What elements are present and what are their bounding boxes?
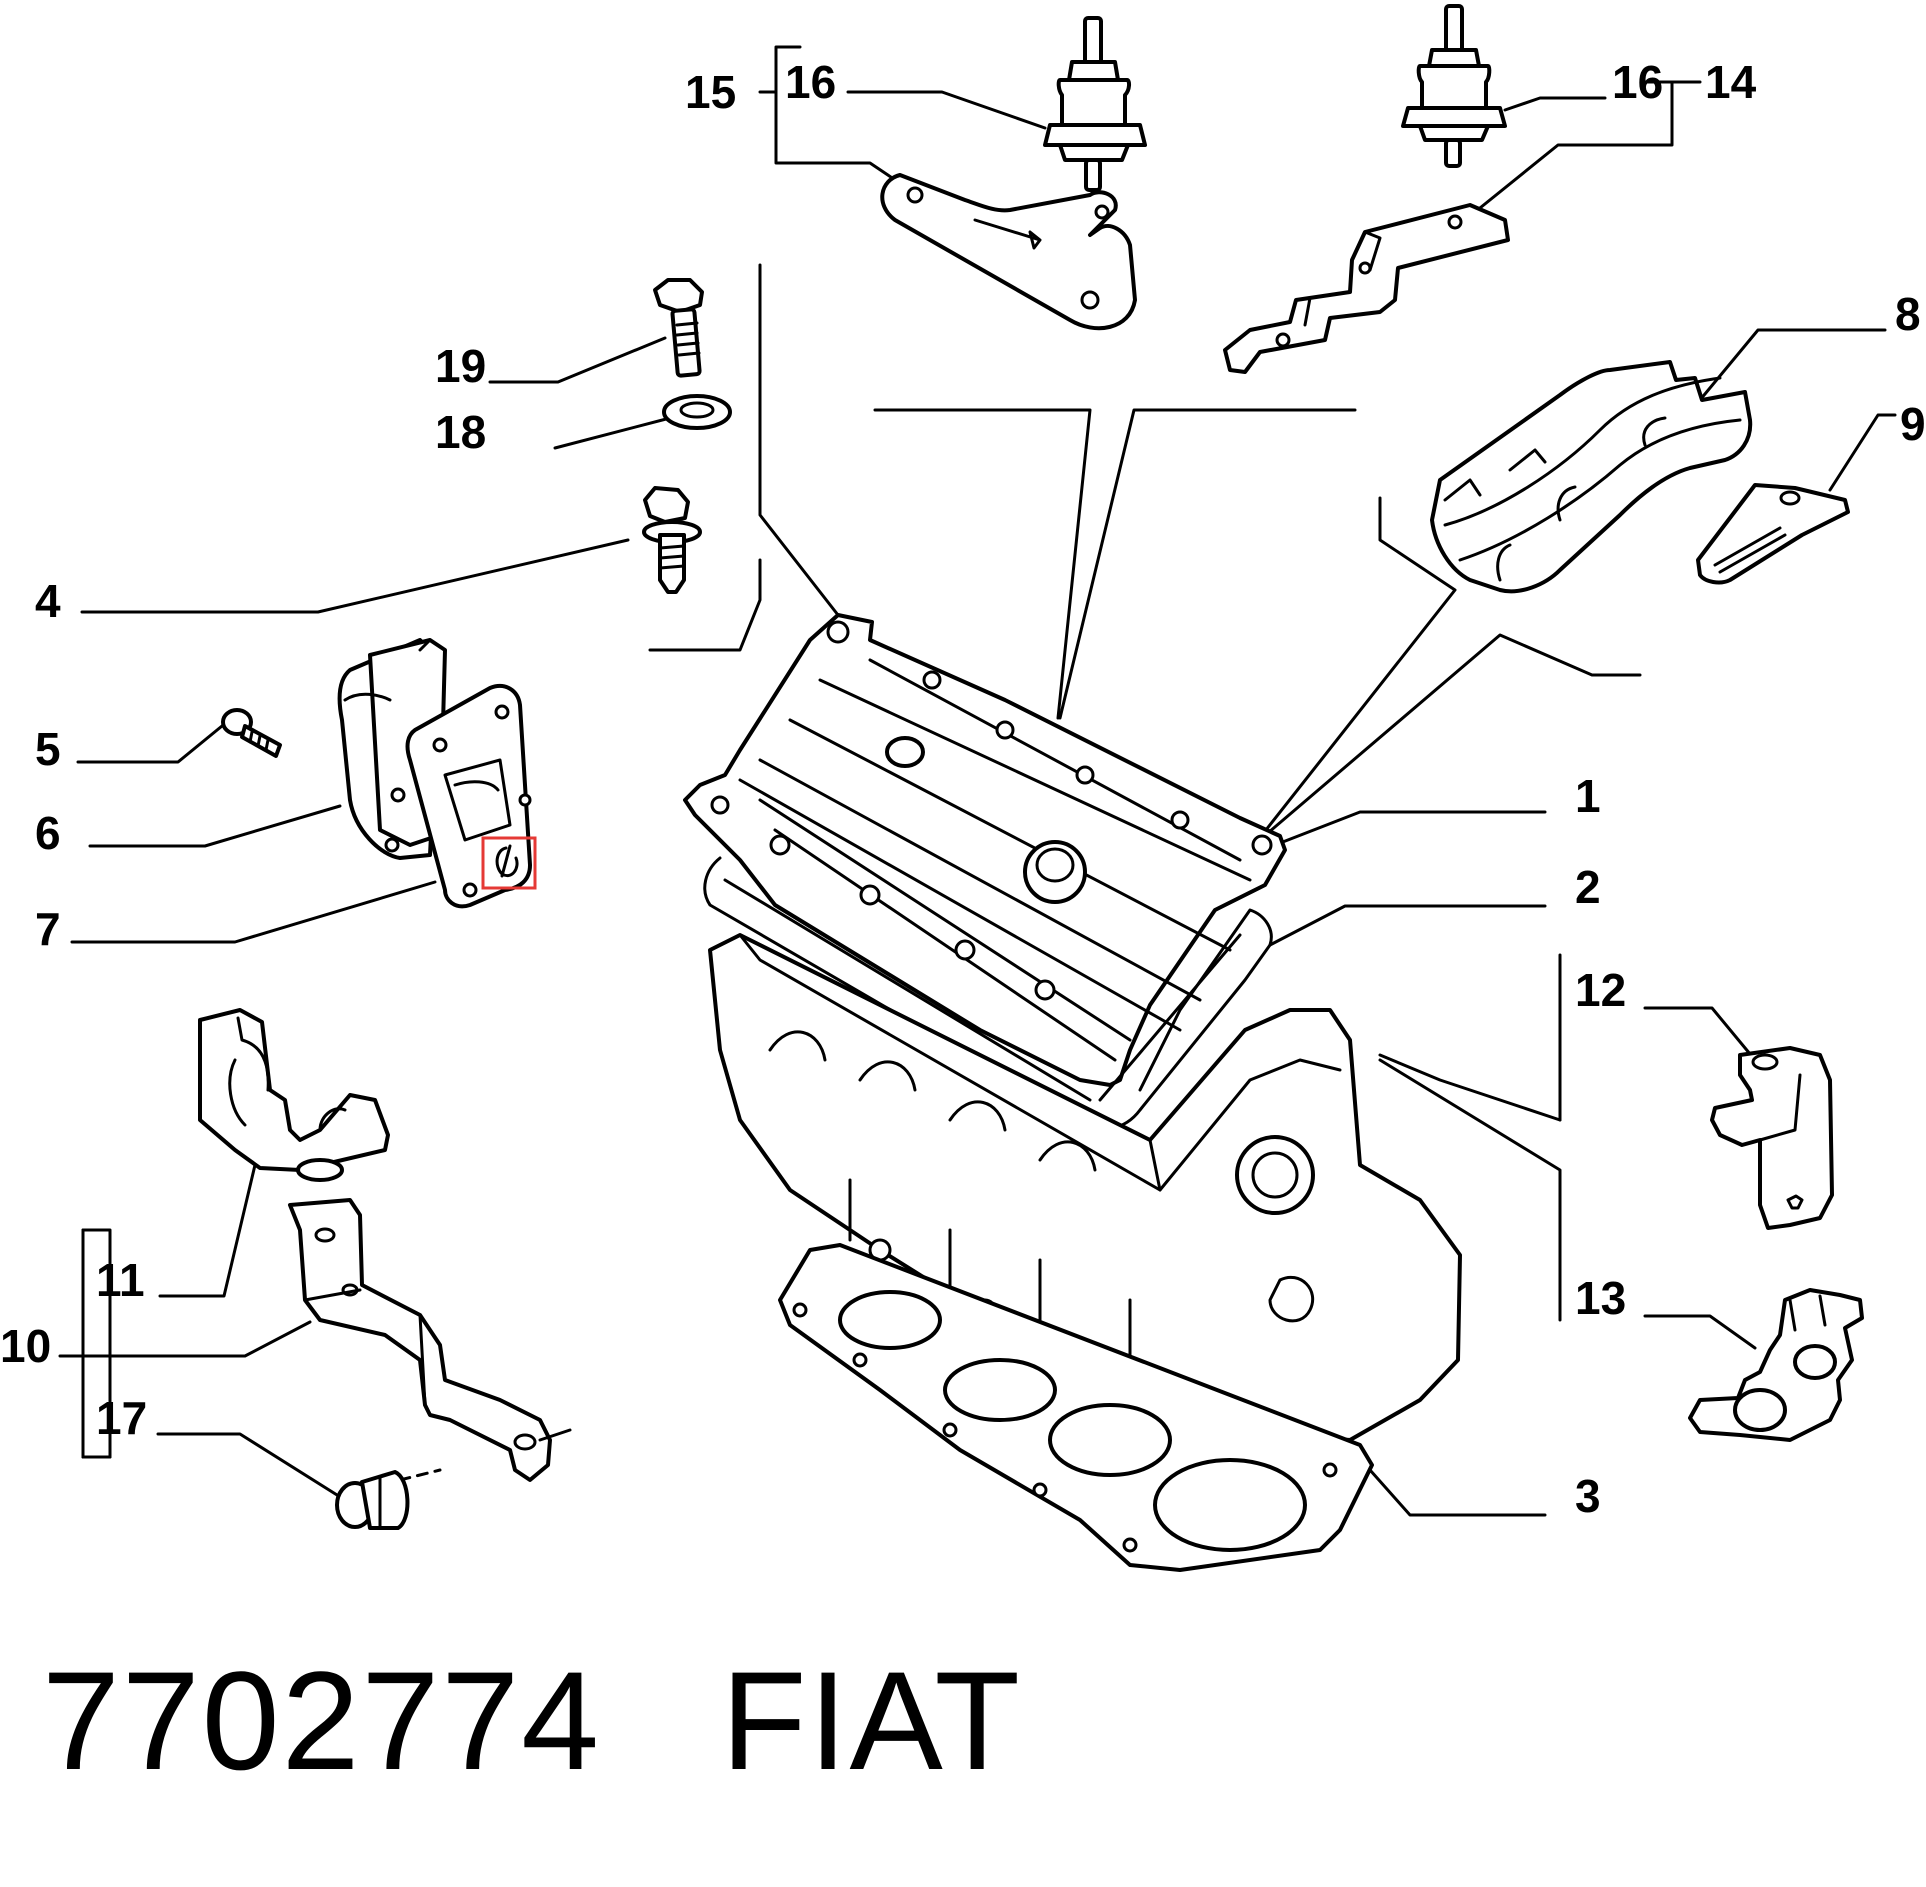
bracket-15 xyxy=(880,173,1137,331)
callout-19: 19 xyxy=(435,340,486,392)
bracket-14 xyxy=(1223,203,1510,374)
rubber-mount-16a xyxy=(1043,16,1147,192)
brand-name: FIAT xyxy=(721,1642,1022,1799)
lifting-bracket-10 xyxy=(288,1198,572,1482)
callout-10: 10 xyxy=(0,1320,51,1372)
callout-15: 15 xyxy=(685,66,736,118)
cover-housing-6 xyxy=(337,638,447,860)
callout-14: 14 xyxy=(1705,56,1757,108)
highlighted-part[interactable] xyxy=(481,836,537,890)
callout-13: 13 xyxy=(1575,1272,1626,1324)
rubber-mount-16b xyxy=(1401,4,1507,168)
callout-4: 4 xyxy=(35,575,61,627)
clip-13 xyxy=(1688,1288,1864,1442)
callout-6: 6 xyxy=(35,807,61,859)
bracket-12 xyxy=(1710,1046,1834,1230)
callout-5: 5 xyxy=(35,723,61,775)
callout-1: 1 xyxy=(1575,770,1601,822)
part-number: 7702774 xyxy=(42,1642,602,1799)
callout-18: 18 xyxy=(435,406,486,458)
callout-12: 12 xyxy=(1575,964,1626,1016)
callout-11: 11 xyxy=(96,1254,145,1306)
callout-16a: 16 xyxy=(785,56,836,108)
callout-7: 7 xyxy=(35,903,61,955)
callout-3: 3 xyxy=(1575,1470,1601,1522)
stud-bolt-4 xyxy=(642,486,702,594)
bolt-19 xyxy=(653,278,704,378)
leader-lines xyxy=(58,45,1897,1517)
pipe-clamp-8 xyxy=(1430,360,1753,594)
cylinder-head-3 xyxy=(708,933,1462,1572)
clip-9 xyxy=(1696,483,1850,585)
washer-18 xyxy=(662,394,732,430)
screw-5 xyxy=(221,708,282,758)
callout-labels: 1 2 3 4 5 6 7 8 9 10 11 12 13 14 15 16 1… xyxy=(0,56,1926,1522)
callout-17: 17 xyxy=(96,1392,147,1444)
plug-17 xyxy=(335,1470,410,1530)
clamp-11 xyxy=(198,1008,390,1182)
callout-16b: 16 xyxy=(1612,56,1663,108)
part-caption: 7702774 FIAT xyxy=(42,1640,1022,1802)
callout-8: 8 xyxy=(1895,288,1921,340)
callout-9: 9 xyxy=(1900,398,1926,450)
callout-2: 2 xyxy=(1575,861,1601,913)
